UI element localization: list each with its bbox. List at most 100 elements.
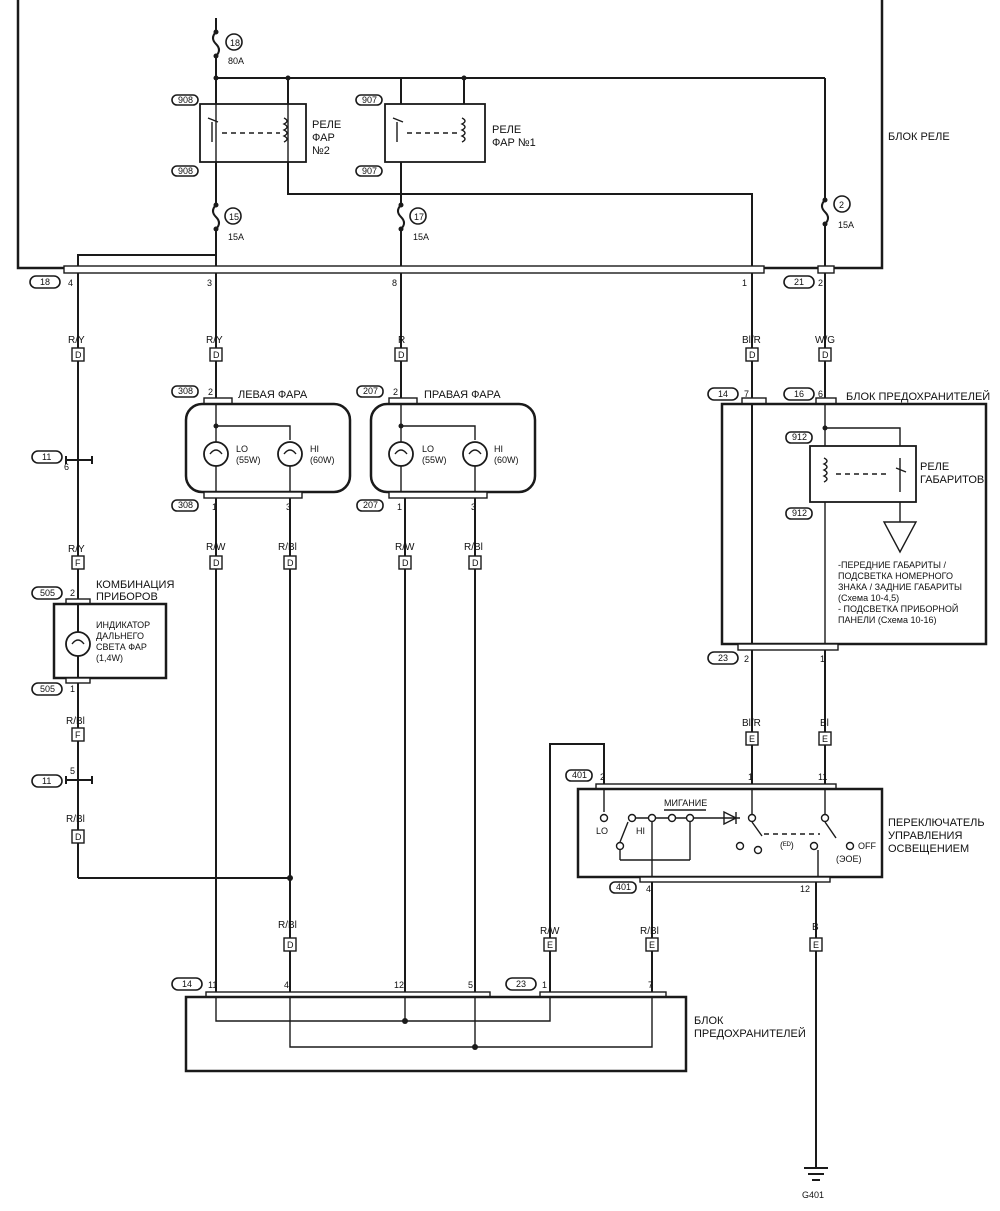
right-headlamp-connector-top: 207 <box>363 386 378 396</box>
relay-2-connector-top: 908 <box>178 95 193 105</box>
pin-label: 2 <box>70 588 75 598</box>
pin-label: 7 <box>744 389 749 399</box>
lo-label: LO <box>422 444 434 454</box>
pin-label: 1 <box>70 684 75 694</box>
wire-color: R/Y <box>68 335 85 346</box>
connector-code: D <box>749 350 756 360</box>
wire-color: R/W <box>540 926 560 937</box>
hi-label: HI <box>310 444 319 454</box>
bottom-fuse-conn-14: 14 <box>182 979 192 989</box>
relay-conn-top: 912 <box>792 432 807 442</box>
wire-color: R/Y <box>206 335 223 346</box>
wire-color: B <box>812 922 819 933</box>
wire-color: R/Bl <box>278 542 297 553</box>
pin-label: 2 <box>600 772 605 782</box>
connector-code: D <box>75 832 82 842</box>
pin-label: 4 <box>646 884 651 894</box>
hi-watt: (60W) <box>494 455 519 465</box>
pin-label: 2 <box>208 387 213 397</box>
fuse-2-num: 2 <box>839 200 844 210</box>
pin-label: 4 <box>68 278 73 288</box>
relay-block: БЛОК РЕЛЕ 18 80A 908 908 <box>16 0 950 289</box>
wire-color: Bl/R <box>742 718 761 729</box>
pin-label: 1 <box>397 502 402 512</box>
lo-watt: (55W) <box>422 455 447 465</box>
pin-label: 11 <box>208 980 217 990</box>
wire-color: R/Bl <box>66 814 85 825</box>
pin-label: 1 <box>748 772 753 782</box>
fuse-15-num: 15 <box>229 212 239 222</box>
parking-note: -ПЕРЕДНИЕ ГАБАРИТЫ / ПОДСВЕТКА НОМЕРНОГО… <box>838 560 964 625</box>
fuse-block-conn-16: 16 <box>794 389 804 399</box>
wire-color: R/W <box>206 542 226 553</box>
relay-block-conn-21: 21 <box>794 277 804 287</box>
fuse-18-num: 18 <box>230 38 240 48</box>
pin-label: 7 <box>648 980 653 990</box>
wire-color: R/W <box>395 542 415 553</box>
wire-color: R/Bl <box>278 920 297 931</box>
left-headlamp: R/Y D 308 2 ЛЕВАЯ ФАРА LO (55W) HI (60W)… <box>171 273 352 992</box>
connector-code: E <box>547 940 553 950</box>
left-headlamp-connector-top: 308 <box>178 386 193 396</box>
ground-g401: G401 <box>802 1167 828 1200</box>
cluster-connector-top: 505 <box>40 588 55 598</box>
switch-off: OFF <box>858 841 876 851</box>
relay-block-conn-18: 18 <box>40 277 50 287</box>
pin-label: 3 <box>286 502 291 512</box>
pin-label: 2 <box>818 278 823 288</box>
flash-label: МИГАНИЕ <box>664 798 707 808</box>
relay-2-connector-bottom: 908 <box>178 166 193 176</box>
wires-lower: R/Bl E R/W E B E <box>540 882 823 1168</box>
connector-code: D <box>213 558 220 568</box>
ground-label: G401 <box>802 1190 824 1200</box>
switch-lo: LO <box>596 826 608 836</box>
lo-watt: (55W) <box>236 455 261 465</box>
pin-label: 12 <box>394 980 404 990</box>
connector-code: F <box>75 730 81 740</box>
fuse-block-conn-14: 14 <box>718 389 728 399</box>
fuse-2-rating: 15A <box>838 220 854 230</box>
wire-color: Bl/R <box>742 335 761 346</box>
pin-label: 1 <box>542 980 547 990</box>
pin-label: 1 <box>212 502 217 512</box>
hi-watt: (60W) <box>310 455 335 465</box>
pin-label: 5 <box>468 980 473 990</box>
relay-1-connector-top: 907 <box>362 95 377 105</box>
left-headlamp-connector-bottom: 308 <box>178 500 193 510</box>
switch-connector-bottom: 401 <box>616 882 631 892</box>
pin-label: 2 <box>393 387 398 397</box>
fuse-block-right-label: БЛОК ПРЕДОХРАНИТЕЛЕЙ <box>846 390 990 403</box>
relay-conn-bottom: 912 <box>792 508 807 518</box>
pin-label: 2 <box>744 654 749 664</box>
relay-block-label: БЛОК РЕЛЕ <box>888 131 950 143</box>
right-headlamp-connector-bottom: 207 <box>363 500 378 510</box>
connector-code: D <box>472 558 479 568</box>
wire-color: R <box>398 335 405 346</box>
pin-label: 6 <box>64 462 69 472</box>
wire-color: W/G <box>815 335 835 346</box>
fuse-17-rating: 15A <box>413 232 429 242</box>
connector-code: D <box>287 940 294 950</box>
pin-label: 8 <box>392 278 397 288</box>
connector-code: D <box>75 350 82 360</box>
fuse-17-num: 17 <box>414 212 424 222</box>
connector-code: E <box>649 940 655 950</box>
connector-code: D <box>287 558 294 568</box>
wire-color: R/Bl <box>640 926 659 937</box>
fuse-18-rating: 80A <box>228 56 244 66</box>
pin-label: 3 <box>471 502 476 512</box>
pin-label: 6 <box>818 389 823 399</box>
pin-label: 11 <box>818 772 827 782</box>
joint-11-top: 11 <box>42 452 51 462</box>
pin-label: 5 <box>70 766 75 776</box>
fuse-18-badge <box>225 33 243 51</box>
